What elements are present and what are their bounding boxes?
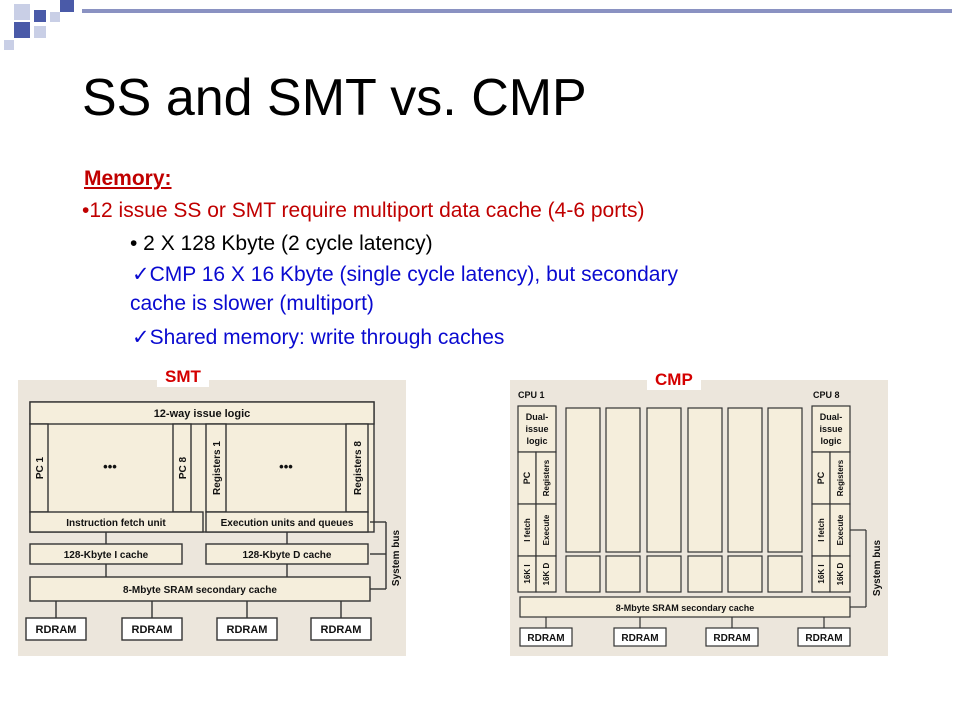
smt-secondary-label: 8-Mbyte SRAM secondary cache (123, 585, 277, 596)
smt-exec-units-label: Execution units and queues (221, 518, 354, 529)
deco-square (34, 10, 46, 22)
smt-reg1-label: Registers 1 (212, 441, 223, 495)
cmp-rdram-label: RDRAM (527, 633, 564, 644)
smt-system-bus-label: System bus (391, 529, 402, 586)
smt-pc1-label: PC 1 (35, 456, 46, 479)
cmp-cpu-cache (727, 555, 763, 593)
check-icon: ✓ (132, 263, 150, 286)
cmp-cpu1-dual-issue-line1: Dual- (526, 412, 549, 422)
smt-rdram-label: RDRAM (227, 624, 268, 636)
cmp-cpu1-ifetch-label: I fetch (523, 518, 532, 542)
smt-dcache-label: 128-Kbyte D cache (243, 550, 332, 561)
bullet-cmp-cache-line1: CMP 16 X 16 Kbyte (single cycle latency)… (149, 263, 678, 286)
cmp-cpu8-label: CPU 8 (813, 390, 840, 400)
slide-title: SS and SMT vs. CMP (82, 69, 587, 127)
smt-label: SMT (157, 367, 209, 387)
deco-square (50, 12, 60, 22)
cmp-cpu-cache (687, 555, 723, 593)
bullet-multiport-cache: •12 issue SS or SMT require multiport da… (82, 199, 645, 222)
cmp-rdram-label: RDRAM (713, 633, 750, 644)
cmp-cpu1-l1i-label: 16K I (523, 564, 532, 583)
cmp-cpu8-pc-label: PC (816, 471, 826, 484)
smt-fetch-unit-box (29, 511, 204, 533)
cmp-cpu1-registers-label: Registers (542, 459, 551, 496)
smt-issue-logic-box (29, 401, 375, 425)
cmp-cpu1-execute-label: Execute (542, 514, 551, 545)
memory-heading: Memory: (84, 167, 172, 190)
bullet-shared-memory: ✓Shared memory: write through caches (132, 325, 504, 351)
cmp-cpu8-l1d-label: 16K D (836, 562, 845, 585)
deco-square (14, 22, 30, 38)
cmp-cpu-core (605, 407, 641, 553)
cmp-cpu-core (646, 407, 682, 553)
cmp-cpu8-l1i-label: 16K I (817, 564, 826, 583)
cmp-cpu1-dual-issue-line2: issue (525, 424, 548, 434)
smt-rdram-label: RDRAM (36, 624, 77, 636)
smt-icache-label: 128-Kbyte I cache (64, 550, 149, 561)
cmp-cpu-cache (767, 555, 803, 593)
title-rule (82, 9, 952, 13)
cmp-cpu-core (767, 407, 803, 553)
smt-rdram-label: RDRAM (321, 624, 362, 636)
cmp-label: CMP (647, 370, 701, 390)
smt-rdram-label: RDRAM (132, 624, 173, 636)
smt-reg8-label: Registers 8 (353, 441, 364, 495)
smt-ellipsis-right: ••• (279, 459, 293, 474)
cmp-cpu1-label: CPU 1 (518, 390, 545, 400)
cmp-cpu1-l1d (535, 555, 557, 593)
smt-issue-logic-label: 12-way issue logic (154, 408, 251, 420)
cmp-cpu-core (727, 407, 763, 553)
cmp-cpu-cache (605, 555, 641, 593)
bullet-cmp-cache-line2: cache is slower (multiport) (130, 292, 374, 315)
bullet-shared-memory-text: Shared memory: write through caches (149, 326, 505, 349)
cmp-secondary-label: 8-Mbyte SRAM secondary cache (616, 603, 755, 613)
cmp-cpu8-dual-issue-line2: issue (819, 424, 842, 434)
cmp-cpu-cache (565, 555, 601, 593)
cmp-cpu8-ifetch-label: I fetch (817, 518, 826, 542)
check-icon: ✓ (132, 326, 150, 349)
smt-diagram: 12-way issue logic ••• ••• Instruction f… (18, 380, 406, 656)
bullet-cmp-cache: ✓CMP 16 X 16 Kbyte (single cycle latency… (132, 262, 678, 288)
cmp-cpu8-l1d (829, 555, 851, 593)
cmp-cpu8-dual-issue-line3: logic (820, 436, 841, 446)
deco-square (14, 4, 30, 20)
cmp-cpu1-dual-issue (517, 405, 557, 453)
cmp-cpu-core (687, 407, 723, 553)
cmp-cpu8-registers-label: Registers (836, 459, 845, 496)
cmp-cpu8-dual-issue-line1: Dual- (820, 412, 843, 422)
smt-fetch-unit-label: Instruction fetch unit (66, 518, 166, 529)
cmp-cpu1-pc-label: PC (522, 471, 532, 484)
deco-square (4, 40, 14, 50)
cmp-rdram-label: RDRAM (805, 633, 842, 644)
cmp-system-bus-label: System bus (872, 539, 883, 596)
smt-pc8-label: PC 8 (178, 456, 189, 479)
cmp-cpu-core (565, 407, 601, 553)
smt-ellipsis-left: ••• (103, 459, 117, 474)
cmp-diagram: CPU 1 CPU 8 (510, 380, 888, 656)
cmp-cpu1-dual-issue-line3: logic (526, 436, 547, 446)
deco-square (34, 26, 46, 38)
cmp-cpu8-execute-label: Execute (836, 514, 845, 545)
cmp-rdram-label: RDRAM (621, 633, 658, 644)
cmp-cpu-cache (646, 555, 682, 593)
bullet-smt-cache-size: • 2 X 128 Kbyte (2 cycle latency) (130, 232, 433, 255)
deco-square (60, 0, 74, 12)
cmp-cpu1-l1d-label: 16K D (542, 562, 551, 585)
